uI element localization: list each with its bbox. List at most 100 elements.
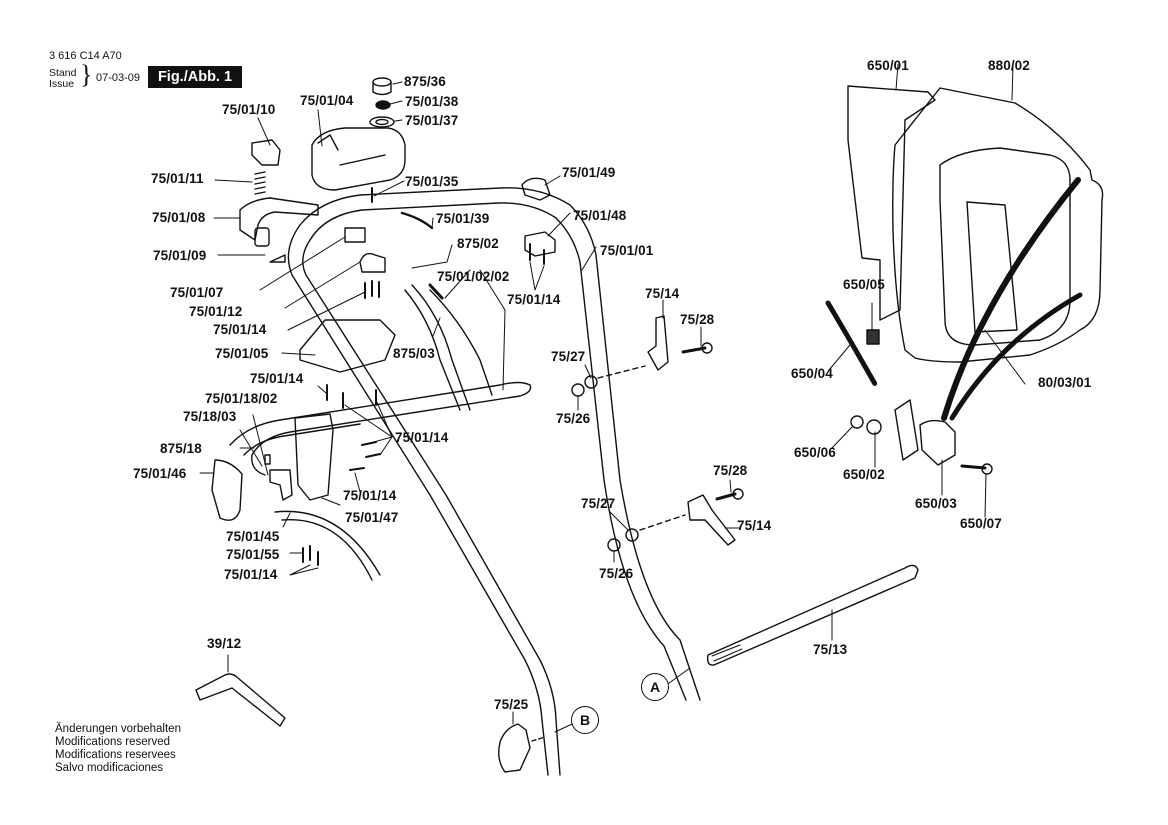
rod-75-13 bbox=[706, 564, 919, 666]
lever-75-01-08 bbox=[239, 197, 319, 241]
cable-75-01-45 bbox=[274, 510, 381, 576]
part-label-75-13: 75/13 bbox=[813, 642, 848, 657]
part-label-75-01-38: 75/01/38 bbox=[405, 94, 459, 109]
bracket-75-01-05 bbox=[299, 319, 396, 373]
part-label-75-01-47: 75/01/47 bbox=[345, 510, 399, 525]
notice-line-es: Salvo modificaciones bbox=[55, 762, 164, 774]
spring-75-01-11 bbox=[254, 171, 266, 195]
notice-line-de: Änderungen vorbehalten bbox=[55, 723, 181, 735]
part-label-650-01: 650/01 bbox=[867, 58, 909, 73]
bolt-650-07 bbox=[960, 464, 987, 470]
wire-75-01-39 bbox=[400, 211, 434, 230]
callout-b: B bbox=[571, 706, 599, 734]
part-label-75-01-12: 75/01/12 bbox=[189, 304, 243, 319]
part-label-75-01-55: 75/01/55 bbox=[226, 547, 280, 562]
part-label-75-28: 75/28 bbox=[680, 312, 715, 327]
part-label-75-01-45: 75/01/45 bbox=[226, 529, 280, 544]
seal-strip-650-04 bbox=[825, 300, 878, 387]
nut-75-26-lower bbox=[607, 538, 621, 552]
part-label-650-03: 650/03 bbox=[915, 496, 957, 511]
cover-75-01-46 bbox=[211, 459, 243, 521]
issue-date: 07-03-09 bbox=[96, 72, 141, 84]
callout-a: A bbox=[641, 673, 669, 701]
lever-75-01-18-02 bbox=[269, 469, 293, 501]
washer-75-01-37 bbox=[369, 116, 395, 128]
clip-75-01-07 bbox=[344, 227, 366, 243]
part-label-75-01-14: 75/01/14 bbox=[224, 567, 278, 582]
cover-75-01-04 bbox=[311, 127, 406, 191]
cap-875-36 bbox=[372, 77, 392, 87]
clip-75-01-10 bbox=[251, 139, 281, 166]
hinge-650-03 bbox=[919, 419, 956, 466]
allen-key-39-12 bbox=[195, 673, 286, 727]
notice-line-fr: Modifications reservees bbox=[55, 749, 176, 761]
part-label-75-01-02-02: 75/01/02/02 bbox=[437, 269, 510, 284]
grass-catcher-650-01 bbox=[847, 85, 936, 321]
nut-650-06 bbox=[850, 415, 864, 429]
part-label-75-01-14: 75/01/14 bbox=[213, 322, 267, 337]
part-label-75-01-48: 75/01/48 bbox=[573, 208, 627, 223]
part-label-75-01-14: 75/01/14 bbox=[343, 488, 397, 503]
leader-lines bbox=[199, 63, 1026, 733]
washer-75-27-upper bbox=[584, 375, 598, 389]
stand-issue-label: Stand Issue bbox=[49, 68, 76, 90]
hinge-plate bbox=[894, 399, 919, 461]
part-label-875-36: 875/36 bbox=[404, 74, 446, 89]
part-label-75-01-07: 75/01/07 bbox=[170, 285, 224, 300]
part-label-75-01-10: 75/01/10 bbox=[222, 102, 276, 117]
part-label-75-01-11: 75/01/11 bbox=[151, 171, 204, 186]
plate-75-01-47 bbox=[294, 413, 334, 501]
part-label-875-03: 875/03 bbox=[393, 346, 435, 361]
part-label-75-01-14: 75/01/14 bbox=[250, 371, 304, 386]
part-label-75-01-05: 75/01/05 bbox=[215, 346, 269, 361]
part-label-650-04: 650/04 bbox=[791, 366, 833, 381]
pad-650-05 bbox=[866, 329, 880, 345]
part-label-75-14: 75/14 bbox=[737, 518, 772, 533]
washer-75-27-lower bbox=[625, 528, 639, 542]
bushing-650-02 bbox=[866, 419, 882, 435]
part-label-75-26: 75/26 bbox=[556, 411, 591, 426]
part-label-75-01-46: 75/01/46 bbox=[133, 466, 187, 481]
part-label-75-14: 75/14 bbox=[645, 286, 680, 301]
part-label-75-27: 75/27 bbox=[551, 349, 586, 364]
part-label-75-01-18-02: 75/01/18/02 bbox=[205, 391, 278, 406]
part-label-75-26: 75/26 bbox=[599, 566, 634, 581]
part-label-875-02: 875/02 bbox=[457, 236, 499, 251]
part-label-650-06: 650/06 bbox=[794, 445, 836, 460]
part-label-75-01-04: 75/01/04 bbox=[300, 93, 354, 108]
stand-label: Stand bbox=[49, 67, 77, 79]
part-label-75-01-14: 75/01/14 bbox=[395, 430, 449, 445]
part-label-650-07: 650/07 bbox=[960, 516, 1002, 531]
part-label-75-01-37: 75/01/37 bbox=[405, 113, 459, 128]
bolt-75-28-lower bbox=[715, 492, 737, 501]
connector-875-02 bbox=[428, 283, 444, 300]
part-label-39-12: 39/12 bbox=[207, 636, 242, 651]
part-label-75-01-09: 75/01/09 bbox=[153, 248, 207, 263]
nut-75-26-upper bbox=[571, 383, 585, 397]
part-label-880-02: 880/02 bbox=[988, 58, 1030, 73]
part-label-75-01-39: 75/01/39 bbox=[436, 211, 490, 226]
part-label-75-18-03: 75/18/03 bbox=[183, 409, 237, 424]
notice-line-en: Modifications reserved bbox=[55, 736, 171, 748]
clip-75-01-12 bbox=[359, 252, 386, 273]
part-label-650-05: 650/05 bbox=[843, 277, 885, 292]
upper-handle-tube bbox=[287, 187, 701, 776]
lower-handle-tube bbox=[229, 381, 532, 476]
document-code: 3 616 C14 A70 bbox=[49, 50, 122, 62]
part-label-75-28: 75/28 bbox=[713, 463, 748, 478]
issue-label: Issue bbox=[49, 78, 75, 90]
part-label-75-25: 75/25 bbox=[494, 697, 529, 712]
strap-80-03-01 bbox=[941, 177, 1081, 421]
bushing-75-01-09 bbox=[254, 227, 270, 247]
part-label-650-02: 650/02 bbox=[843, 467, 885, 482]
part-label-875-18: 875/18 bbox=[160, 441, 202, 456]
knob-75-25 bbox=[498, 723, 531, 773]
modifications-notice: Änderungen vorbehalten Modifications res… bbox=[55, 723, 181, 775]
clamp-lever-75-14-upper bbox=[647, 315, 669, 371]
cover-880-02 bbox=[892, 87, 1104, 363]
bolt-75-28-upper bbox=[681, 346, 707, 354]
part-label-75-01-49: 75/01/49 bbox=[562, 165, 616, 180]
part-label-75-01-35: 75/01/35 bbox=[405, 174, 459, 189]
part-label-80-03-01: 80/03/01 bbox=[1038, 375, 1092, 390]
